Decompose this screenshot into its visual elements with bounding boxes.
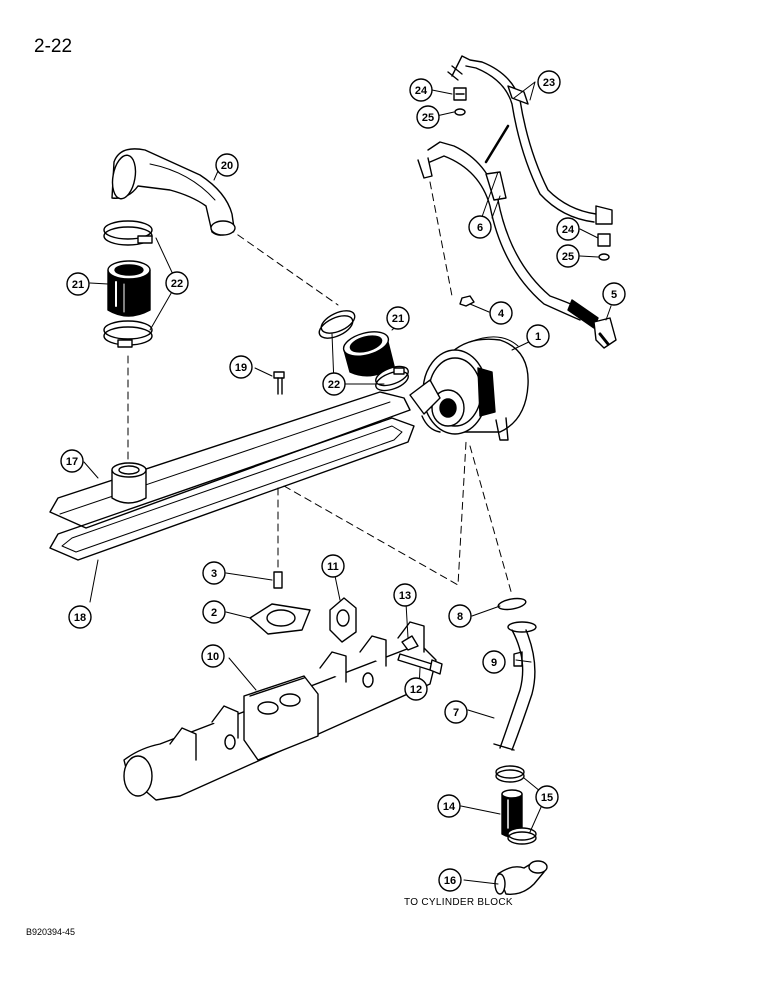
gasket-8: [497, 597, 527, 611]
callout-8: 8: [448, 604, 472, 628]
callout-label: 12: [410, 684, 422, 696]
hose-clamp-upper-left: [103, 220, 153, 246]
rubber-hose-right: [342, 331, 395, 377]
callout-12: 12: [404, 677, 428, 701]
callout-label: 21: [72, 279, 84, 291]
callout-label: 7: [453, 707, 459, 719]
callout-9: 9: [482, 650, 506, 674]
stud-3: [273, 571, 283, 589]
lock-plate-13: [401, 635, 419, 651]
elbow-fitting-16: [494, 860, 548, 895]
cylinder-block-caption: TO CYLINDER BLOCK: [404, 897, 513, 908]
callout-21-right: 21: [386, 306, 410, 330]
callout-label: 19: [235, 362, 247, 374]
callout-label: 18: [74, 612, 86, 624]
callout-20: 20: [215, 153, 239, 177]
callout-label: 10: [207, 651, 219, 663]
callout-7: 7: [444, 700, 468, 724]
callout-label: 2: [211, 607, 217, 619]
callout-label: 8: [457, 611, 463, 623]
flange-gasket-part: [249, 603, 311, 635]
leader-lines: [83, 81, 612, 885]
washer-25-lower: [598, 253, 610, 261]
washer-25-upper: [454, 108, 466, 116]
turbocharger-part: [409, 336, 529, 441]
elbow-pipe-part: [111, 148, 236, 236]
callout-label: 22: [328, 379, 340, 391]
callout-5: 5: [602, 282, 626, 306]
callout-21-left: 21: [66, 272, 90, 296]
callout-label: 3: [211, 568, 217, 580]
callout-14: 14: [437, 794, 461, 818]
callout-label: 17: [66, 456, 78, 468]
dashed-assembly-lines: [127, 181, 513, 596]
callout-24-lower: 24: [556, 217, 580, 241]
callout-label: 25: [562, 251, 574, 263]
callout-25-lower: 25: [556, 244, 580, 268]
callout-6: 6: [468, 215, 492, 239]
callout-label: 5: [611, 289, 617, 301]
washer-24-upper: [453, 87, 467, 101]
callout-22-right: 22: [322, 372, 346, 396]
manifold-gasket-part: [329, 597, 357, 643]
callout-25-upper: 25: [416, 105, 440, 129]
callout-4: 4: [489, 301, 513, 325]
callout-1: 1: [526, 324, 550, 348]
callout-10: 10: [201, 644, 225, 668]
callout-label: 9: [491, 657, 497, 669]
gasket-part: [49, 417, 415, 561]
hose-clamp-15-lower: [507, 827, 537, 845]
callout-15: 15: [535, 785, 559, 809]
bolt-19: [273, 371, 285, 395]
callout-13: 13: [393, 583, 417, 607]
callout-label: 20: [221, 160, 233, 172]
callout-label: 4: [498, 308, 505, 320]
hose-clamp-lower-right: [375, 365, 409, 392]
callout-label: 24: [562, 224, 575, 236]
callout-label: 13: [399, 590, 411, 602]
callout-18: 18: [68, 605, 92, 629]
figure-code: B920394-45: [26, 927, 76, 937]
callout-16: 16: [438, 868, 462, 892]
callout-label: 21: [392, 313, 404, 325]
callout-label: 14: [443, 801, 456, 813]
rubber-hose-left: [107, 260, 151, 317]
fitting-5: [593, 317, 617, 349]
page-number: 2-22: [34, 36, 73, 57]
callout-label: 15: [541, 792, 553, 804]
callout-19: 19: [229, 355, 253, 379]
exhaust-manifold-part: [123, 621, 437, 801]
callout-label: 1: [535, 331, 541, 343]
callout-17: 17: [60, 449, 84, 473]
callout-label: 6: [477, 222, 483, 234]
callout-3: 3: [202, 561, 226, 585]
callout-2: 2: [202, 600, 226, 624]
hose-clamp-lower-left: [103, 320, 153, 348]
hose-clamp-upper-right: [318, 310, 356, 339]
callout-label: 24: [415, 85, 428, 97]
washer-24-lower: [597, 233, 611, 247]
callout-label: 11: [327, 561, 339, 573]
callout-23: 23: [537, 70, 561, 94]
oil-supply-line-part: [447, 55, 613, 225]
hose-clamp-15-upper: [495, 765, 525, 783]
callout-label: 25: [422, 112, 434, 124]
callout-label: 16: [444, 875, 456, 887]
callout-22-left: 22: [165, 271, 189, 295]
drain-tube-part: [493, 621, 537, 751]
intake-cover-part: [49, 391, 411, 529]
callout-label: 23: [543, 77, 555, 89]
callout-24-upper: 24: [409, 78, 433, 102]
oil-drain-line-part: [417, 141, 599, 329]
callout-11: 11: [321, 554, 345, 578]
callout-label: 22: [171, 278, 183, 290]
bolt-12: [397, 653, 443, 675]
